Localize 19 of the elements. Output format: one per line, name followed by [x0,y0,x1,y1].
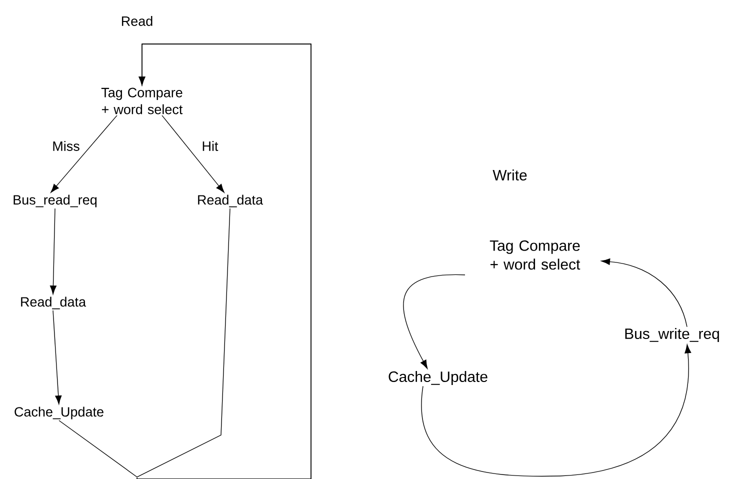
edge-label: Miss [51,140,81,152]
state-label: Bus_read_req [14,194,97,208]
state-label: Cache_Update [14,406,104,420]
arrow [601,258,688,328]
state-label: Bus_write_req [625,328,719,342]
arrow [50,115,118,193]
state-label: Tag Compare + word select [490,240,580,270]
section-label: Write [492,170,527,180]
arrow [52,310,62,404]
section-label: Read [122,16,152,26]
state-label: Read_data [21,296,86,310]
arrow [421,344,692,477]
state-label: Read_data [198,194,264,208]
arrow [162,115,224,193]
arrow [50,208,56,294]
state-label: Tag Compare + word select [101,88,183,114]
edge-label: Hit [200,140,220,152]
arrow [403,274,466,369]
state-label: Cache_Update [388,371,488,385]
